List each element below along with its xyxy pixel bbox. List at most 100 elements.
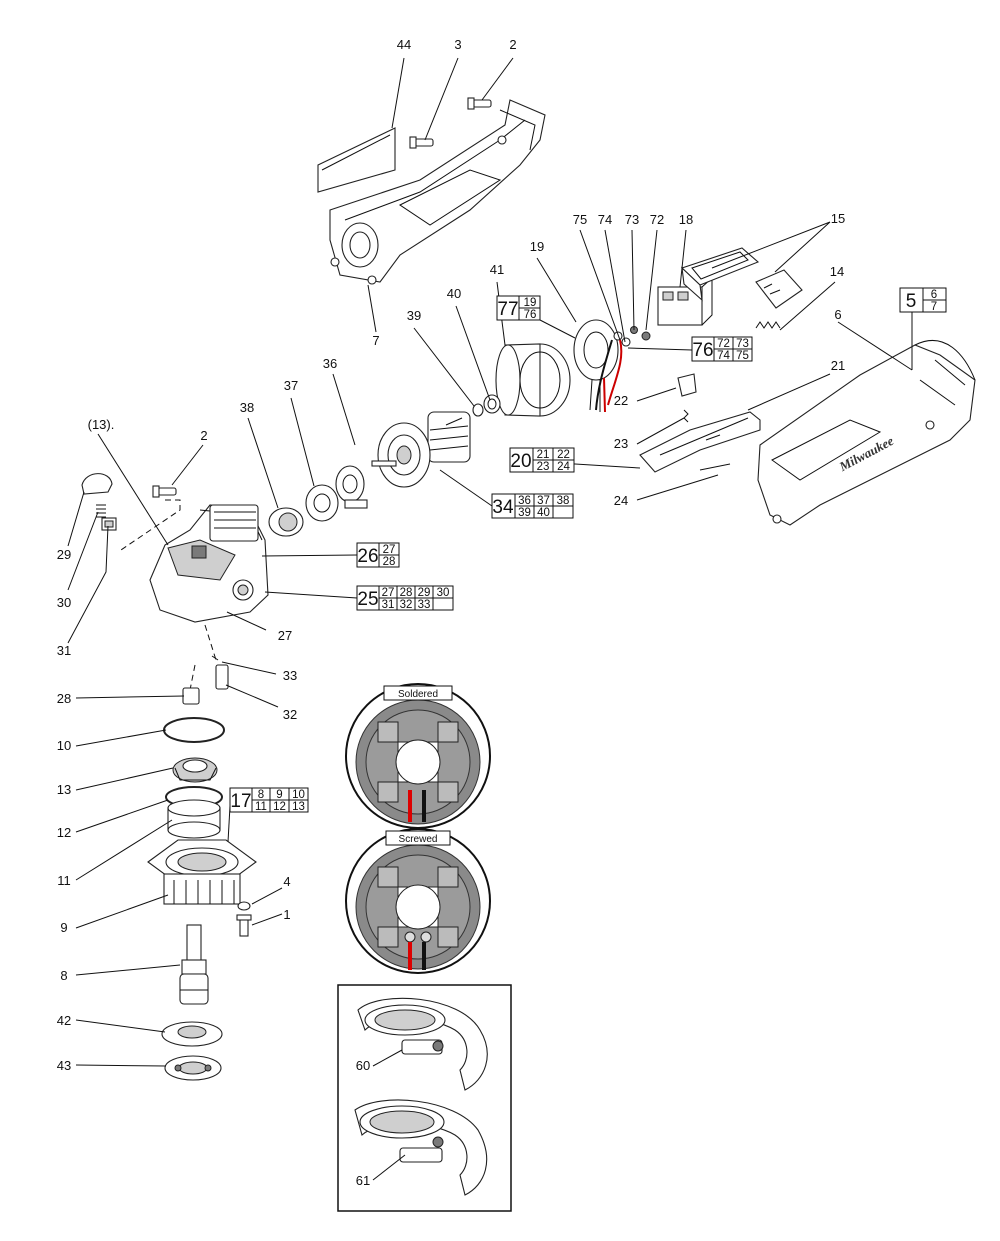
kit-box-17: 17 8 9 10 11 12 13 [229, 787, 309, 813]
callout-7: 7 [372, 333, 379, 348]
svg-text:38: 38 [557, 495, 570, 507]
callout-74: 74 [598, 212, 612, 227]
callout-13-ref: (13). [88, 417, 115, 432]
svg-text:12: 12 [273, 801, 286, 813]
svg-text:74: 74 [717, 350, 730, 362]
screw-part-3 [409, 136, 434, 149]
bearing-part-37 [305, 484, 339, 522]
kit-box-76: 76 72 73 74 75 [691, 336, 753, 362]
kit-box-26: 26 27 28 [356, 542, 400, 568]
callout-2-gearcase: 2 [200, 428, 207, 443]
svg-text:32: 32 [400, 599, 413, 611]
callout-9: 9 [60, 920, 67, 935]
spring-part-14 [755, 321, 781, 329]
spring-part-23 [683, 409, 689, 423]
callout-24: 24 [614, 493, 628, 508]
svg-text:8: 8 [258, 789, 264, 801]
lock-nut-part-43 [164, 1055, 222, 1081]
flange-part-42 [161, 1021, 223, 1047]
callout-19: 19 [530, 239, 544, 254]
callout-11: 11 [57, 873, 71, 888]
svg-text:9: 9 [276, 789, 282, 801]
callout-32: 32 [283, 707, 297, 722]
gear-case-part-27 [149, 504, 269, 623]
spring-part-30 [96, 504, 106, 518]
svg-text:28: 28 [400, 587, 413, 599]
svg-text:29: 29 [418, 587, 431, 599]
svg-text:39: 39 [518, 507, 531, 519]
svg-text:31: 31 [382, 599, 395, 611]
brush-holder-part-19 [573, 319, 619, 413]
callout-1: 1 [283, 907, 290, 922]
svg-text:76: 76 [692, 340, 713, 361]
svg-text:23: 23 [537, 461, 550, 473]
svg-text:30: 30 [437, 587, 450, 599]
callout-42: 42 [57, 1013, 71, 1028]
callout-60: 60 [356, 1058, 370, 1073]
callout-61: 61 [356, 1173, 370, 1188]
callout-29: 29 [57, 547, 71, 562]
svg-text:24: 24 [557, 461, 570, 473]
svg-text:10: 10 [292, 789, 305, 801]
callout-22: 22 [614, 393, 628, 408]
callout-38: 38 [240, 400, 254, 415]
svg-text:33: 33 [418, 599, 431, 611]
callout-21: 21 [831, 358, 845, 373]
assembly-line-spindle [189, 624, 217, 691]
svg-text:20: 20 [510, 451, 531, 472]
callout-2: 2 [509, 37, 516, 52]
pin-part-33 [211, 655, 219, 661]
callout-23: 23 [614, 436, 628, 451]
nameplate-part-44 [317, 127, 396, 193]
callout-43: 43 [57, 1058, 71, 1073]
callout-41: 41 [490, 262, 504, 277]
svg-text:19: 19 [524, 297, 537, 309]
svg-text:28: 28 [383, 556, 396, 568]
callout-27: 27 [278, 628, 292, 643]
o-ring-part-10 [163, 717, 225, 743]
svg-text:25: 25 [357, 589, 378, 610]
callout-31: 31 [57, 643, 71, 658]
washer-part-4 [237, 901, 251, 911]
pin-part-24 [699, 463, 731, 471]
svg-text:73: 73 [736, 338, 749, 350]
bearing-part-40 [483, 394, 501, 414]
inset-screwed: Screwed [345, 828, 491, 974]
callout-33: 33 [283, 668, 297, 683]
callout-39: 39 [407, 308, 421, 323]
guard-part-61 [354, 1099, 488, 1196]
callout-28: 28 [57, 691, 71, 706]
svg-text:21: 21 [537, 449, 550, 461]
bearing-part-11 [167, 799, 221, 839]
spindle-lock-pin-part-32 [215, 664, 229, 690]
callout-44: 44 [397, 37, 411, 52]
field-sleeve-part-41 [495, 343, 571, 417]
button-cap-part-29 [81, 473, 113, 495]
guard-box [337, 984, 512, 1212]
callout-37: 37 [284, 378, 298, 393]
callout-30: 30 [57, 595, 71, 610]
callout-12: 12 [57, 825, 71, 840]
kit-box-34: 34 36 37 38 39 40 [491, 493, 574, 519]
svg-text:76: 76 [524, 309, 537, 321]
guard-part-60 [357, 997, 488, 1091]
leader-lines [67, 57, 913, 1181]
svg-text:6: 6 [931, 289, 937, 301]
svg-text:72: 72 [717, 338, 730, 350]
callout-18: 18 [679, 212, 693, 227]
spindle-lock-part-31 [101, 517, 117, 531]
washer-part-39 [472, 403, 484, 417]
svg-text:75: 75 [736, 350, 749, 362]
switch-actuator-part-21 [639, 411, 761, 473]
screw-part-1 [236, 914, 252, 937]
svg-text:11: 11 [255, 801, 267, 813]
callout-40: 40 [447, 286, 461, 301]
bearing-part-38 [268, 507, 304, 537]
screw-part-2-gearcase [152, 485, 177, 498]
lever-part-22 [677, 373, 697, 397]
callout-13: 13 [57, 782, 71, 797]
callout-14: 14 [830, 264, 844, 279]
svg-text:27: 27 [383, 544, 396, 556]
svg-text:13: 13 [292, 801, 305, 813]
